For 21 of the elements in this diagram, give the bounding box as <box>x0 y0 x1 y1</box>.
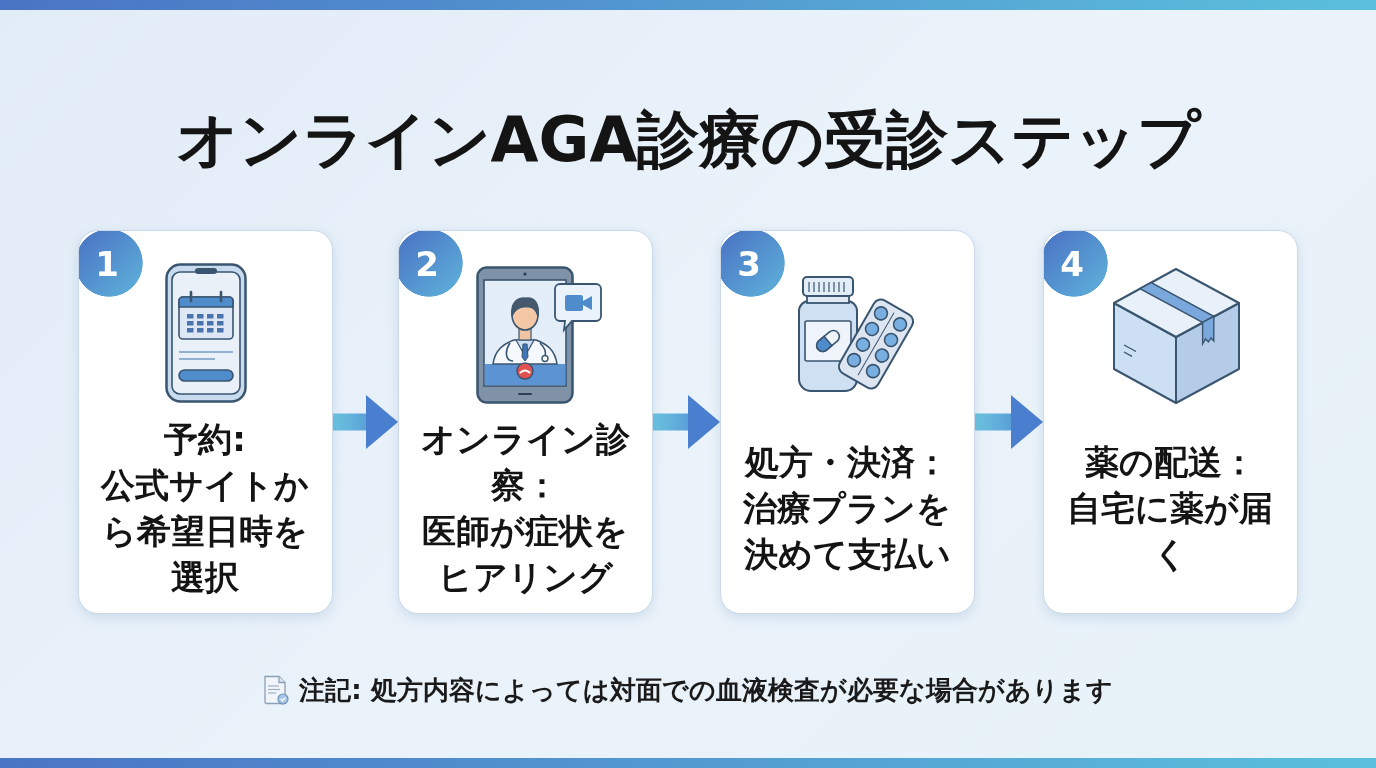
step-title: オンライン診察： <box>419 418 631 507</box>
title: オンラインAGA診療の受診ステップ <box>175 102 1201 178</box>
number-badge: 1 <box>79 231 143 297</box>
arrow <box>975 395 1043 449</box>
step-card <box>720 230 975 614</box>
arrow <box>653 395 720 449</box>
step-description: 治療プランを決めて支払い <box>742 487 952 576</box>
step-card <box>398 230 653 614</box>
step-card <box>78 230 333 614</box>
step-description: 医師が症状をヒアリング <box>421 510 629 599</box>
number-badge: 4 <box>1044 231 1108 297</box>
arrow <box>333 395 398 449</box>
step-description: 公式サイトから希望日時を選択 <box>99 464 310 599</box>
step-title: 処方・決済： <box>745 441 949 484</box>
note-text: 注記: 処方内容によっては対面での血液検査が必要な場合があります <box>299 674 1113 707</box>
step-description: 自宅に薬が届く <box>1066 487 1274 576</box>
step-title: 薬の配送： <box>1084 441 1256 484</box>
number-badge: 3 <box>721 231 785 297</box>
step-card <box>1043 230 1298 614</box>
step-title: 予約: <box>164 418 246 461</box>
number-badge: 2 <box>399 231 463 297</box>
